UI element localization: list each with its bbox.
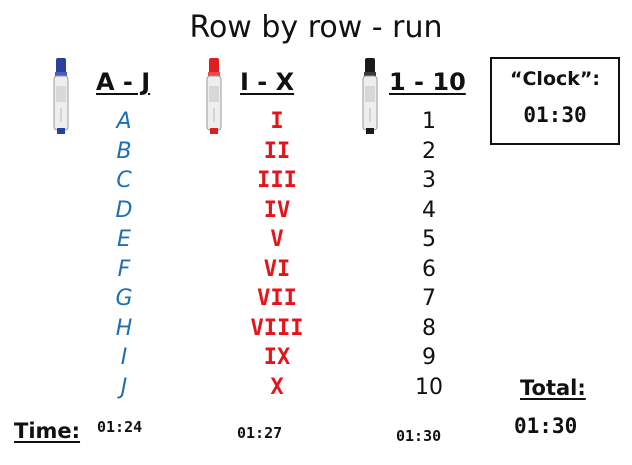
list-item: VII (257, 286, 297, 311)
clock-label: “Clock”: (510, 68, 600, 90)
list-item: 1 (422, 109, 436, 134)
time-letters: 01:24 (97, 418, 143, 436)
list-item: H (115, 315, 133, 341)
list-item: I (270, 109, 284, 134)
list-item: 4 (422, 197, 436, 223)
list-item: 3 (422, 168, 436, 193)
clock-box: “Clock”: 01:30 (490, 57, 620, 145)
red-marker-icon (206, 58, 222, 134)
list-item: A (116, 109, 132, 134)
list-item: II (263, 138, 291, 164)
page-title: Row by row - run (189, 10, 443, 45)
clock-value: 01:30 (523, 103, 587, 127)
roman-numerals-list: I II III IV V VI VII VIII IX X (232, 107, 322, 402)
time-numbers: 01:30 (396, 427, 442, 445)
letters-list: A B C D E F G H I J (104, 107, 144, 402)
numbers-list: 1 2 3 4 5 6 7 8 9 10 (407, 107, 451, 402)
column-header-letters: A - J (96, 68, 151, 96)
list-item: IX (263, 345, 291, 370)
list-item: I (120, 345, 128, 370)
total-label: Total: (520, 376, 586, 400)
list-item: 7 (422, 286, 436, 311)
time-label: Time: (14, 419, 81, 443)
black-marker-icon (362, 58, 378, 134)
list-item: E (117, 227, 131, 252)
list-item: C (116, 168, 132, 193)
list-item: VI (263, 256, 291, 282)
list-item: 6 (422, 256, 436, 282)
list-item: 10 (415, 374, 443, 400)
list-item: G (115, 286, 133, 311)
list-item: 2 (422, 138, 436, 164)
time-roman: 01:27 (237, 424, 283, 442)
total-value: 01:30 (514, 414, 578, 438)
list-item: F (117, 256, 131, 282)
blue-marker-icon (53, 58, 69, 134)
list-item: J (120, 374, 128, 400)
column-header-numbers: 1 - 10 (389, 68, 466, 96)
list-item: 5 (422, 227, 436, 252)
list-item: V (270, 227, 284, 252)
list-item: D (115, 197, 133, 223)
list-item: X (270, 374, 284, 400)
list-item: IV (263, 197, 291, 223)
list-item: 8 (422, 315, 436, 341)
list-item: B (116, 138, 132, 164)
column-header-roman: I - X (240, 68, 295, 96)
list-item: III (257, 168, 297, 193)
list-item: 9 (422, 345, 436, 370)
list-item: VIII (250, 315, 304, 341)
